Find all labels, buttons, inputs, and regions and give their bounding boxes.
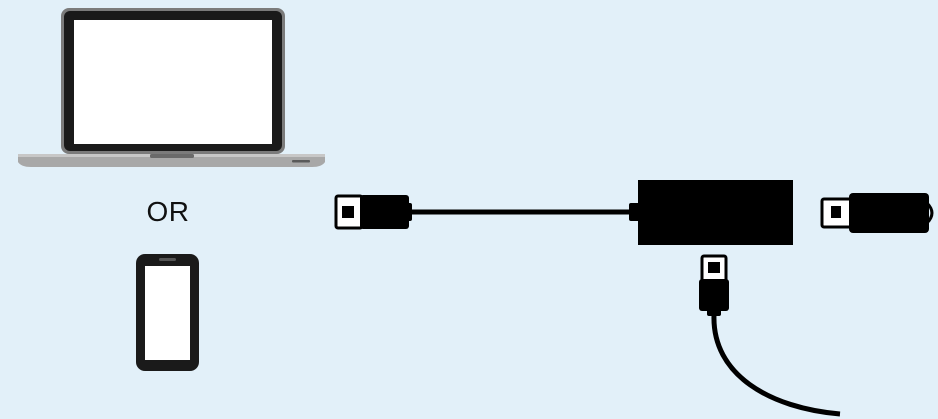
- smartphone-icon: [136, 254, 199, 371]
- usb-plug-icon: [336, 195, 412, 229]
- or-label: OR: [128, 196, 208, 228]
- laptop-icon: [18, 8, 325, 167]
- usb-adapter-icon: [629, 180, 793, 245]
- power-cable-icon: [699, 256, 840, 414]
- usb-flash-drive-icon: [822, 193, 932, 233]
